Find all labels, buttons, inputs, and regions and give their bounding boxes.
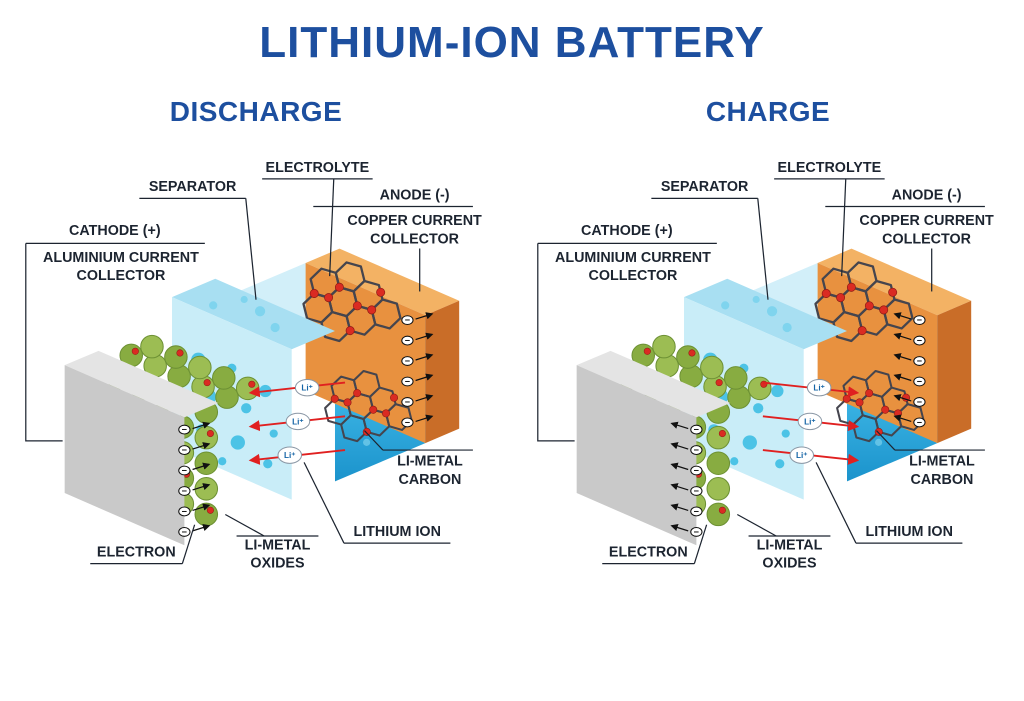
label-lithium-ion: LITHIUM ION xyxy=(353,524,440,540)
label-cathode-sub2: COLLECTOR xyxy=(77,268,166,284)
label-separator: SEPARATOR xyxy=(149,179,237,195)
lithium-ion-symbol: Li⁺ xyxy=(796,451,808,460)
label-electron: ELECTRON xyxy=(97,544,176,560)
label-li-metal-oxides1: LI-METAL xyxy=(245,537,311,553)
label-li-metal-oxides2: OXIDES xyxy=(762,556,816,572)
panels-row: DISCHARGE −−−−−−−−−−−−Li⁺Li⁺Li⁺SEPARATOR… xyxy=(0,72,1024,580)
label-li-metal-carbon2: CARBON xyxy=(911,472,974,488)
charge-panel: CHARGE − − − − − − − − − − − − Li⁺ Li⁺ Li⁺ SEPARATOR ELE… xyxy=(512,72,1024,580)
electron-symbol: − xyxy=(694,466,699,476)
label-cathode-sub1: ALUMINIUM CURRENT xyxy=(555,250,711,266)
label-li-metal-oxides2: OXIDES xyxy=(250,556,304,572)
lithium-ion-flow: Li⁺ Li⁺ Li⁺ xyxy=(762,378,860,465)
label-electrolyte: ELECTROLYTE xyxy=(266,160,370,176)
electron-symbol: − xyxy=(694,507,699,517)
lithium-ion-symbol: Li⁺ xyxy=(292,417,304,426)
labels: SEPARATOR ELECTROLYTE ANODE (-) COPPER CURR… xyxy=(25,160,482,572)
electron-symbol: − xyxy=(182,527,187,537)
carbon-lattice xyxy=(302,261,402,343)
label-lithium-ion: LITHIUM ION xyxy=(865,524,952,540)
electron-symbol: − xyxy=(182,466,187,476)
electron-symbol: − xyxy=(182,486,187,496)
aluminium-collector xyxy=(576,350,731,546)
label-anode-sub1: COPPER CURRENT xyxy=(347,213,482,229)
electron-symbol: − xyxy=(917,397,922,407)
label-separator: SEPARATOR xyxy=(661,179,749,195)
electron-symbol: − xyxy=(917,336,922,346)
label-anode-sub1: COPPER CURRENT xyxy=(859,213,994,229)
electron-symbol: − xyxy=(917,377,922,387)
electron-symbol: − xyxy=(917,356,922,366)
label-cathode: CATHODE (+) xyxy=(581,223,673,239)
electron-symbol: − xyxy=(694,527,699,537)
aluminium-collector xyxy=(64,350,219,546)
discharge-panel: DISCHARGE −−−−−−−−−−−−Li⁺Li⁺Li⁺SEPARATOR… xyxy=(0,72,512,580)
label-cathode-sub2: COLLECTOR xyxy=(589,268,678,284)
electron-symbol: − xyxy=(917,315,922,325)
label-cathode-sub1: ALUMINIUM CURRENT xyxy=(43,250,199,266)
electron-symbol: − xyxy=(405,356,410,366)
electron-symbol: − xyxy=(405,336,410,346)
electron-symbol: − xyxy=(405,377,410,387)
electron-symbol: − xyxy=(182,425,187,435)
label-cathode: CATHODE (+) xyxy=(69,223,161,239)
label-anode: ANODE (-) xyxy=(380,187,450,203)
electron-symbol: − xyxy=(182,445,187,455)
label-electron: ELECTRON xyxy=(609,544,688,560)
lithium-ion-symbol: Li⁺ xyxy=(284,451,296,460)
carbon-lattice xyxy=(836,369,925,443)
page-title: LITHIUM-ION BATTERY xyxy=(259,18,765,67)
label-li-metal-carbon2: CARBON xyxy=(399,472,462,488)
lithium-ion-symbol: Li⁺ xyxy=(804,417,816,426)
lithium-ion-symbol: Li⁺ xyxy=(301,384,313,393)
lithium-ion-flow: Li⁺ Li⁺ Li⁺ xyxy=(248,378,346,465)
electron-symbol: − xyxy=(917,418,922,428)
label-anode-sub2: COLLECTOR xyxy=(882,231,971,247)
label-li-metal-oxides1: LI-METAL xyxy=(757,537,823,553)
lithium-ion-symbol: Li⁺ xyxy=(813,384,825,393)
carbon-lattice xyxy=(814,261,914,343)
label-electrolyte: ELECTROLYTE xyxy=(778,160,882,176)
electron-flow: − − − − − − − − − − − − xyxy=(670,312,926,537)
electron-flow: − − − − − − − − − − − − xyxy=(178,312,434,537)
label-anode-sub2: COLLECTOR xyxy=(370,231,459,247)
discharge-heading: DISCHARGE xyxy=(169,96,343,127)
label-li-metal-carbon1: LI-METAL xyxy=(909,453,975,469)
discharge-diagram: − − − − − − − − − − − − Li⁺ Li⁺ Li⁺ SEPARATOR ELECTROLYT… xyxy=(25,160,482,572)
electron-symbol: − xyxy=(182,507,187,517)
labels: SEPARATOR ELECTROLYTE ANODE (-) COPPER CURR… xyxy=(537,160,994,572)
electron-symbol: − xyxy=(405,315,410,325)
electron-symbol: − xyxy=(694,445,699,455)
electron-symbol: − xyxy=(694,486,699,496)
label-anode: ANODE (-) xyxy=(892,187,962,203)
charge-diagram: − − − − − − − − − − − − Li⁺ Li⁺ Li⁺ SEPARATOR ELECTROLYT… xyxy=(537,160,994,572)
electron-symbol: − xyxy=(694,425,699,435)
charge-heading: CHARGE xyxy=(705,96,831,127)
label-li-metal-carbon1: LI-METAL xyxy=(397,453,463,469)
electron-symbol: − xyxy=(405,397,410,407)
electron-symbol: − xyxy=(405,418,410,428)
carbon-lattice xyxy=(324,369,413,443)
